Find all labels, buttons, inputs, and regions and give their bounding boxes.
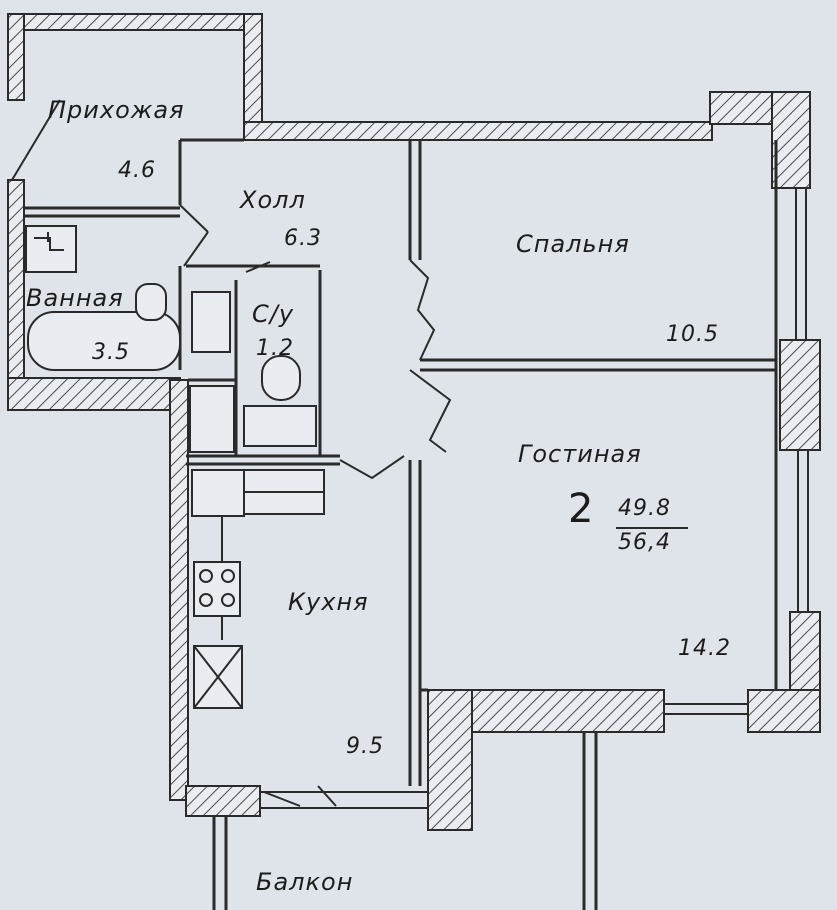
- bathroom-fixtures: [25, 225, 317, 453]
- balcony-lines: [212, 732, 598, 910]
- window-lines: [260, 188, 809, 809]
- exterior-walls: [7, 13, 821, 831]
- rooms-count: 2: [568, 486, 595, 532]
- room-label-holl: Холл: [240, 186, 306, 214]
- room-label-prihozhaya: Прихожая: [48, 96, 185, 124]
- room-area-su: 1.2: [256, 336, 294, 361]
- interior-walls: [24, 138, 778, 786]
- room-area-gostinaya: 14.2: [678, 636, 731, 661]
- room-area-kuhnya: 9.5: [346, 734, 384, 759]
- kitchen-fixtures: [191, 469, 325, 709]
- living-area: 49.8: [618, 496, 671, 521]
- room-label-balkon: Балкон: [256, 868, 354, 896]
- room-label-spalnya: Спальня: [516, 230, 630, 258]
- room-label-gostinaya: Гостиная: [518, 440, 642, 468]
- room-area-holl: 6.3: [284, 226, 322, 251]
- room-area-spalnya: 10.5: [666, 322, 719, 347]
- room-label-kuhnya: Кухня: [288, 588, 369, 616]
- room-area-prihozhaya: 4.6: [118, 158, 156, 183]
- doors: [11, 99, 452, 807]
- fraction-line: [616, 527, 688, 529]
- room-label-su: С/у: [252, 300, 295, 328]
- room-label-vannaya: Ванная: [26, 284, 124, 312]
- room-area-vannaya: 3.5: [92, 340, 130, 365]
- total-area: 56,4: [618, 530, 671, 555]
